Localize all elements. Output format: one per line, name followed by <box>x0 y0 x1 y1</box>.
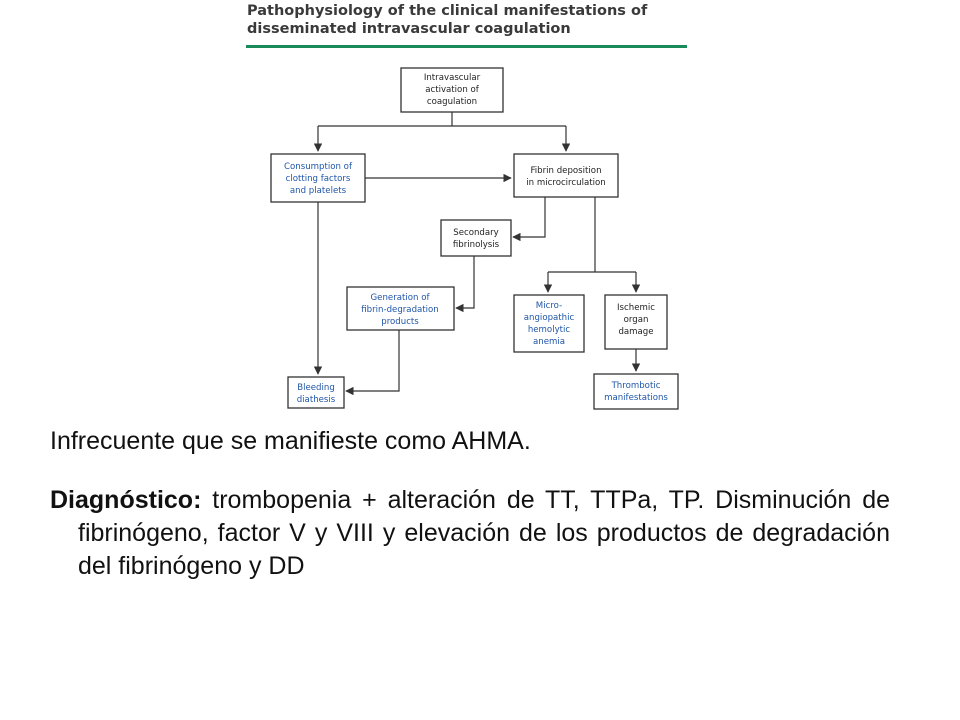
box-fibrinolysis-line-1: Secondary <box>453 228 499 238</box>
box-fibrin-line-1: Fibrin deposition <box>530 166 601 176</box>
diagnosis-text: trombopenia + alteración de TT, TTPa, TP… <box>78 486 890 580</box>
ahma-statement: Infrecuente que se manifieste como AHMA. <box>50 427 531 455</box>
box-intravascular-activation: Intravascular activation of coagulation <box>400 67 504 113</box>
slide-body-text: Infrecuente que se manifieste como AHMA.… <box>50 425 890 583</box>
box-fdp-line-2: fibrin-degradation <box>361 305 439 315</box>
box-fdp-generation: Generation of fibrin-degradation product… <box>346 286 455 331</box>
box-consumption-line-3: and platelets <box>290 186 347 196</box>
diagnosis-label: Diagnóstico: <box>50 486 202 514</box>
box-activation-line-2: activation of <box>425 85 480 95</box>
box-secondary-fibrinolysis: Secondary fibrinolysis <box>440 219 512 257</box>
box-mahemo-line-4: anemia <box>533 337 565 347</box>
box-fibrinolysis-line-2: fibrinolysis <box>453 240 500 250</box>
box-activation-line-1: Intravascular <box>424 73 481 83</box>
box-mahemo-line-3: hemolytic <box>528 325 571 335</box>
box-consumption-line-2: clotting factors <box>286 174 351 184</box>
box-ischemic-organ-damage: Ischemic organ damage <box>604 294 668 350</box>
box-ischemic-line-3: damage <box>618 327 653 337</box>
box-fdp-line-1: Generation of <box>371 293 431 303</box>
box-fibrin-line-2: in microcirculation <box>526 178 605 188</box>
box-consumption-line-1: Consumption of <box>284 162 353 172</box>
box-fibrin-deposition: Fibrin deposition in microcirculation <box>513 153 619 198</box>
box-thrombotic-line-1: Thrombotic <box>611 381 661 391</box>
figure-title: Pathophysiology of the clinical manifest… <box>247 2 687 38</box>
box-bleeding-diathesis: Bleeding diathesis <box>287 376 345 409</box>
arrow-fibrin-to-fibrinolysis <box>512 197 546 242</box>
box-ischemic-line-1: Ischemic <box>617 303 655 313</box>
diagnosis-paragraph: Diagnóstico: trombopenia + alteración de… <box>50 484 890 583</box>
box-mahemo-line-1: Micro- <box>536 301 562 311</box>
box-bleeding-line-2: diathesis <box>297 395 336 405</box>
box-thrombotic-line-2: manifestations <box>604 393 668 403</box>
box-thrombotic-manifestations: Thrombotic manifestations <box>593 373 679 410</box>
box-fdp-line-3: products <box>381 317 419 327</box>
box-consumption: Consumption of clotting factors and plat… <box>270 153 366 203</box>
figure-title-line-1: Pathophysiology of the clinical manifest… <box>247 3 648 19</box>
arrow-fdp-to-bleeding <box>345 330 400 396</box>
figure-title-line-2: disseminated intravascular coagulation <box>247 21 571 37</box>
title-underline <box>246 45 687 48</box>
box-activation-line-3: coagulation <box>427 97 477 107</box>
box-microangiopathic-hemolytic-anemia: Micro- angiopathic hemolytic anemia <box>513 294 585 353</box>
diagram-connectors <box>313 112 641 396</box>
arrow-fibrinolysis-to-fdp <box>455 256 475 313</box>
box-bleeding-line-1: Bleeding <box>297 383 335 393</box>
dic-pathophysiology-diagram: Intravascular activation of coagulation … <box>270 67 679 410</box>
box-mahemo-line-2: angiopathic <box>524 313 575 323</box>
box-ischemic-line-2: organ <box>624 315 649 325</box>
